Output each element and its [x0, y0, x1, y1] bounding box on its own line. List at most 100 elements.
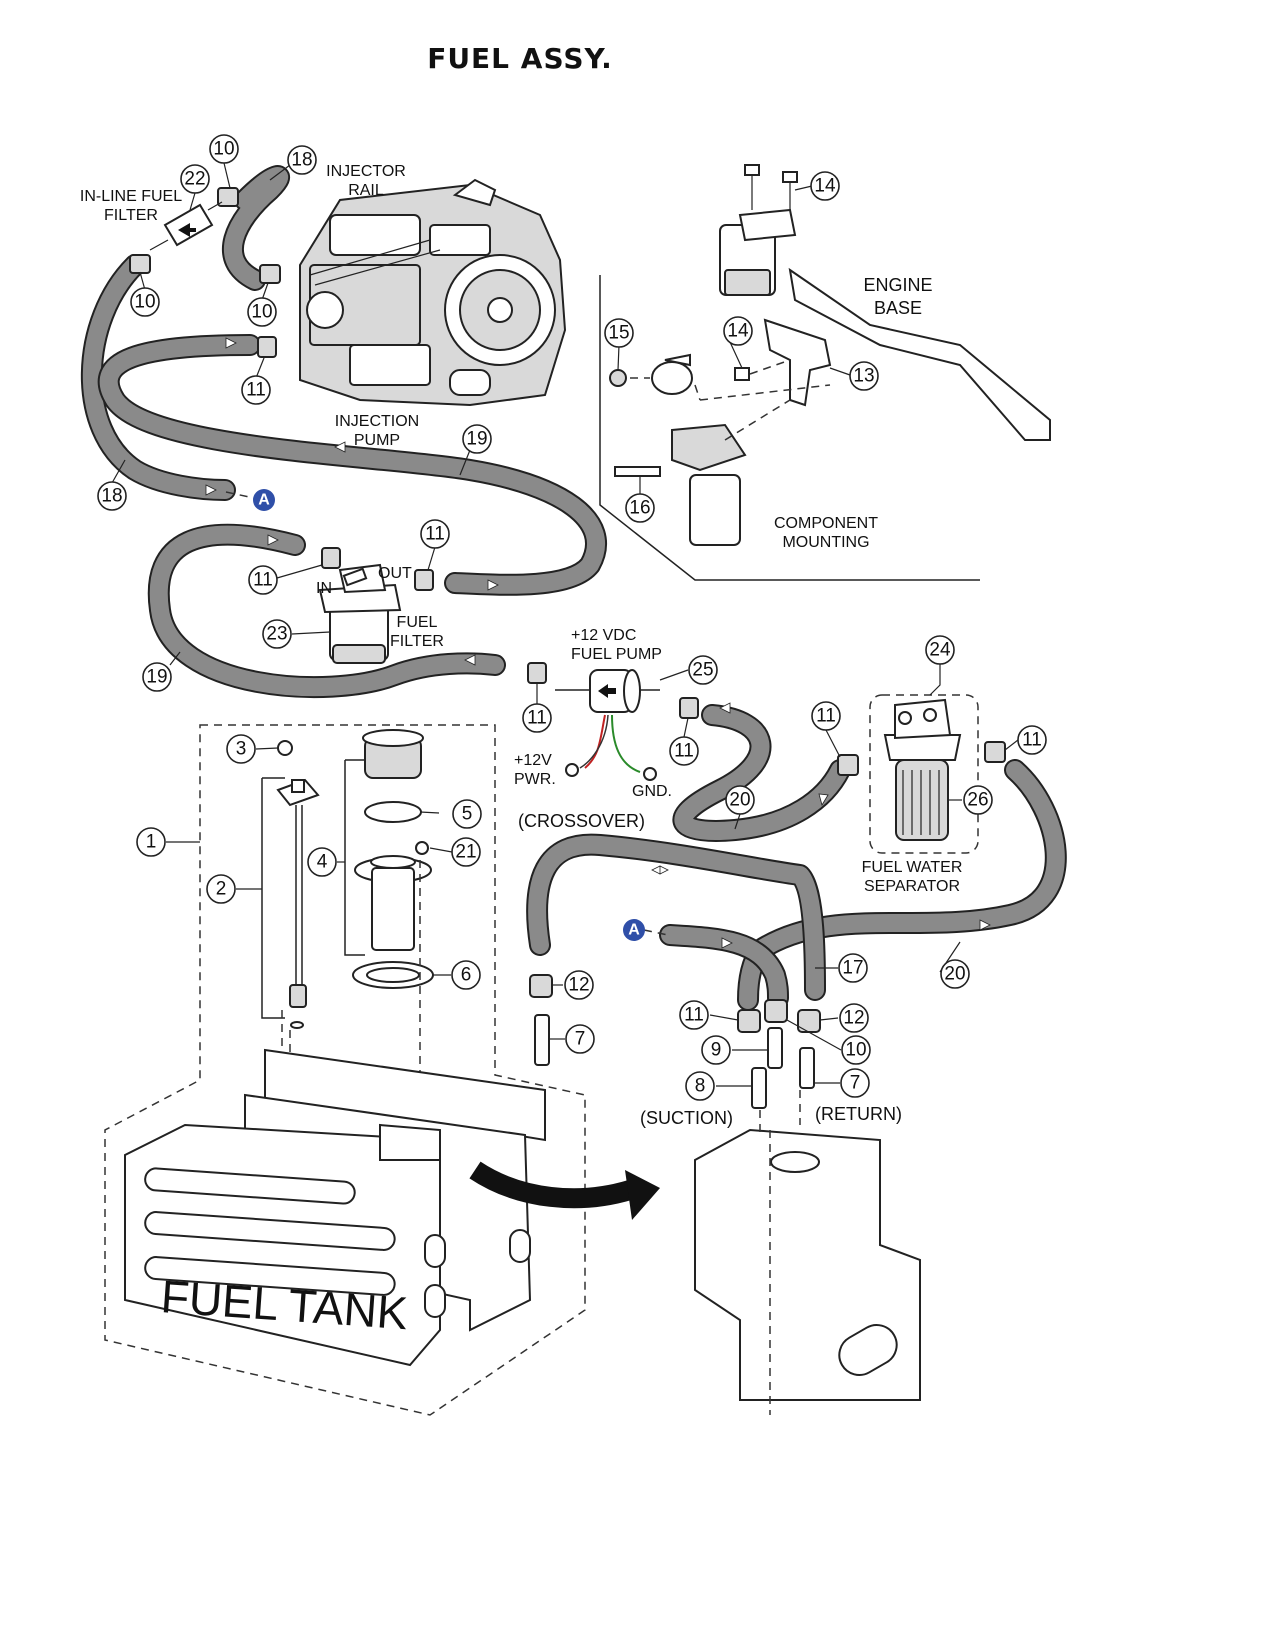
callout-20: 20	[725, 785, 755, 815]
label-fuel-filter-2: FILTER	[390, 633, 444, 650]
svg-text:11: 11	[425, 524, 445, 545]
svg-text:11: 11	[253, 570, 273, 591]
callout-5: 5	[452, 799, 482, 829]
svg-text:18: 18	[101, 486, 122, 507]
svg-text:11: 11	[1022, 730, 1042, 751]
callout-7: 7	[565, 1024, 595, 1054]
label-engine-base-2: BASE	[874, 298, 922, 318]
callout-14: 14	[723, 316, 753, 346]
component-mounting-area	[599, 164, 1051, 581]
svg-text:10: 10	[213, 139, 234, 160]
callout-23: 23	[262, 619, 292, 649]
svg-text:13: 13	[853, 366, 874, 387]
svg-text:20: 20	[729, 790, 750, 811]
callout-7: 7	[840, 1068, 870, 1098]
label-engine-base: ENGINE	[863, 275, 932, 295]
label-component-mounting: COMPONENT	[774, 515, 878, 532]
fuel-tank: FUEL TANK	[124, 1048, 660, 1367]
callout-9: 9	[701, 1035, 731, 1065]
svg-text:11: 11	[816, 706, 836, 727]
svg-text:A: A	[258, 492, 270, 509]
label-fuel-filter: FUEL	[397, 614, 438, 631]
svg-text:18: 18	[291, 150, 312, 171]
label-suction: (SUCTION)	[640, 1108, 733, 1128]
svg-text:11: 11	[684, 1005, 704, 1026]
callout-25: 25	[688, 655, 718, 685]
tank-sender-parts	[104, 724, 586, 1416]
tank-top-detail	[529, 974, 921, 1415]
svg-text:11: 11	[246, 380, 266, 401]
callout-17: 17	[838, 953, 868, 983]
svg-text:21: 21	[455, 842, 476, 863]
svg-text:4: 4	[317, 852, 328, 873]
callout-11: 11	[248, 565, 278, 595]
fuel-water-separator	[869, 694, 979, 854]
svg-text:14: 14	[814, 176, 836, 197]
label-injector-rail-2: RAIL	[348, 182, 384, 199]
label-in-line-fuel-filter: IN-LINE FUEL	[80, 188, 182, 205]
svg-text:6: 6	[461, 965, 472, 986]
callout-11: 11	[522, 703, 552, 733]
label-injector-rail: INJECTOR	[326, 163, 406, 180]
callout-1: 1	[136, 827, 166, 857]
callout-11: 11	[241, 375, 271, 405]
label-gnd: GND.	[632, 783, 672, 800]
label-return: (RETURN)	[815, 1104, 902, 1124]
text-labels: IN-LINE FUEL FILTER INJECTOR RAIL INJECT…	[80, 163, 963, 1128]
label-component-mounting-2: MOUNTING	[782, 534, 869, 551]
svg-text:7: 7	[575, 1029, 586, 1050]
svg-text:7: 7	[850, 1073, 861, 1094]
svg-text:5: 5	[462, 804, 473, 825]
callout-18: 18	[97, 481, 127, 511]
svg-text:22: 22	[184, 169, 205, 190]
reference-marker-a-top: A	[225, 489, 275, 511]
svg-text:16: 16	[629, 498, 650, 519]
svg-text:2: 2	[216, 879, 227, 900]
label-fuel-water-separator-2: SEPARATOR	[864, 878, 960, 895]
svg-text:23: 23	[266, 624, 287, 645]
reference-marker-a-bottom: A	[623, 919, 669, 941]
label-out: OUT	[378, 565, 412, 582]
leader-lines	[111, 162, 1019, 1087]
callout-10: 10	[247, 297, 277, 327]
label-in-line-fuel-filter-2: FILTER	[104, 207, 158, 224]
callout-10: 10	[209, 134, 239, 164]
callout-21: 21	[451, 837, 481, 867]
label-injection-pump-2: PUMP	[354, 432, 400, 449]
callout-3: 3	[226, 734, 256, 764]
callout-18: 18	[287, 145, 317, 175]
callouts: 10 22 18 10 10 11 18 19 14 14 15 13 16 1…	[97, 134, 1047, 1101]
page-title: FUEL ASSY.	[427, 42, 613, 75]
callout-10: 10	[841, 1035, 871, 1065]
svg-text:10: 10	[134, 292, 155, 313]
svg-text:24: 24	[929, 640, 951, 661]
fuel-pump	[555, 669, 660, 781]
svg-text:19: 19	[146, 667, 167, 688]
svg-text:9: 9	[711, 1040, 722, 1061]
callout-13: 13	[849, 361, 879, 391]
callout-12: 12	[839, 1003, 869, 1033]
callout-11: 11	[420, 519, 450, 549]
svg-text:8: 8	[695, 1076, 706, 1097]
svg-text:12: 12	[843, 1008, 864, 1029]
callout-11: 11	[669, 736, 699, 766]
callout-2: 2	[206, 874, 236, 904]
label-pwr-2: PWR.	[514, 771, 556, 788]
svg-text:A: A	[628, 922, 640, 939]
label-pwr: +12V	[514, 752, 552, 769]
callout-16: 16	[625, 493, 655, 523]
callout-14: 14	[810, 171, 840, 201]
callout-11: 11	[811, 701, 841, 731]
callout-15: 15	[604, 318, 634, 348]
svg-text:12: 12	[568, 975, 589, 996]
label-in: IN	[316, 580, 332, 597]
flow-arrows	[205, 337, 991, 949]
svg-text:20: 20	[944, 964, 965, 985]
svg-text:10: 10	[845, 1040, 866, 1061]
svg-text:25: 25	[692, 660, 713, 681]
svg-text:11: 11	[527, 708, 547, 729]
callout-4: 4	[307, 847, 337, 877]
label-fuel-water-separator: FUEL WATER	[862, 859, 963, 876]
svg-text:1: 1	[146, 832, 157, 853]
callout-6: 6	[451, 960, 481, 990]
